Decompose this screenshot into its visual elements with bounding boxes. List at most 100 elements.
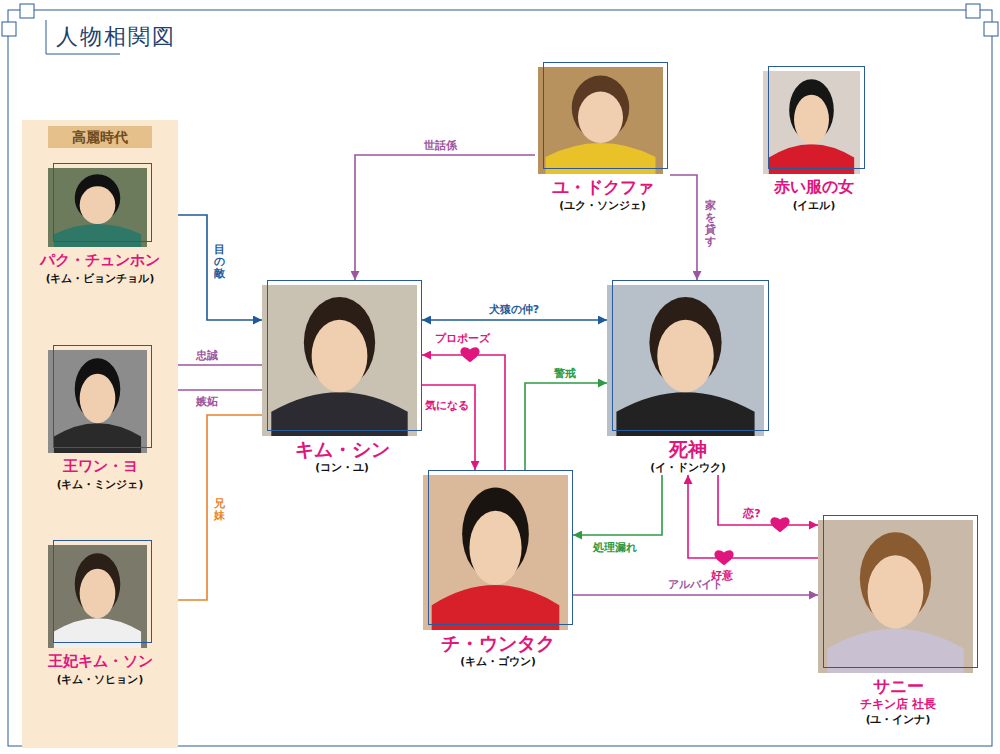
relation-arrow [718, 475, 818, 525]
portrait-photo [262, 280, 422, 436]
relation-label: 目の敵 [214, 244, 225, 280]
photo-ground [423, 475, 568, 630]
portrait-clothes [54, 423, 141, 453]
corner-ornament [966, 4, 980, 18]
relation-label: 家を貸す [705, 200, 716, 248]
relation-label: 兄妹 [214, 498, 225, 522]
relation-arrow [573, 475, 662, 535]
character-name: 赤い服の女 [774, 176, 854, 198]
corner-ornament [984, 22, 998, 36]
portrait-photo [538, 62, 668, 174]
photo-ground [763, 71, 860, 174]
portrait-clothes [54, 224, 141, 247]
character-card: パク・チュンホン(キム・ビョンチョル) [35, 163, 165, 286]
portrait-face [80, 186, 116, 224]
relation-label: 犬猿の仲? [489, 303, 539, 316]
portrait-clothes [769, 144, 854, 174]
character-card: 王妃キム・ソン(キム・ソヒョン) [35, 540, 165, 687]
actor-name: (キム・ゴウン) [460, 654, 536, 669]
relation-arrow [165, 215, 262, 320]
relation-arrow [165, 415, 262, 600]
portrait-face [312, 320, 368, 392]
photo-frame [543, 63, 667, 169]
character-card: 赤い服の女(イエル) [758, 66, 870, 213]
actor-name: (イ・ドンウク) [650, 460, 726, 475]
corner-ornament [2, 22, 16, 36]
photo-frame [268, 281, 422, 431]
character-name: ユ・ドクファ [552, 176, 654, 198]
photo-ground [538, 67, 663, 174]
relation-arrow [165, 389, 262, 391]
connector-group [165, 155, 818, 600]
character-name: パク・チュンホン [40, 249, 160, 271]
character-name: 死神 [669, 438, 707, 460]
character-name: サニー [873, 675, 924, 697]
relation-label: プロポーズ [435, 332, 490, 345]
portrait-clothes [271, 392, 407, 436]
portrait-photo [423, 470, 573, 630]
portrait-face [80, 374, 116, 423]
relation-arrow [573, 594, 818, 596]
photo-ground [262, 285, 417, 436]
era-band: 高麗時代パク・チュンホン(キム・ビョンチョル) 王ワン・ヨ(キム・ミンジェ) 王妃キ… [22, 120, 178, 748]
portrait-face [469, 511, 521, 585]
relation-label: 気になる [425, 399, 469, 412]
portrait-clothes [432, 585, 560, 630]
character-name: キム・シン [295, 438, 390, 460]
heart-symbol [770, 517, 789, 532]
actor-name: (イエル) [793, 198, 836, 213]
actor-name: (キム・ソヒョン) [57, 672, 144, 687]
relation-label: 処理漏れ [593, 541, 637, 554]
portrait-clothes [616, 392, 754, 436]
photo-frame [824, 516, 978, 668]
photo-ground [48, 350, 147, 453]
heart-symbol [714, 550, 733, 565]
portrait-face [868, 555, 924, 628]
photo-frame [54, 164, 152, 242]
portrait-face [578, 92, 623, 143]
portrait-photo [48, 540, 152, 648]
portrait-face [794, 95, 829, 144]
character-card: 王ワン・ヨ(キム・ミンジェ) [35, 345, 165, 492]
portrait-photo [48, 163, 152, 247]
photo-ground [48, 168, 147, 247]
actor-name: (コン・ユ) [315, 460, 369, 475]
relation-arrow [688, 475, 818, 558]
diagram-title: 人物相関図 [56, 22, 176, 52]
portrait-clothes [545, 143, 655, 174]
relation-arrow [670, 175, 697, 280]
relation-label: 好意 [711, 569, 733, 582]
heart-symbol [460, 347, 479, 362]
portrait-photo [48, 345, 152, 453]
character-card: ユ・ドクファ(ユク・ソンジェ) [535, 62, 670, 213]
relation-label: 世話係 [424, 139, 457, 152]
photo-frame [54, 346, 152, 448]
relation-label: 忠誠 [196, 349, 218, 362]
character-role: チキン店 社長 [860, 697, 936, 712]
portrait-photo [818, 515, 978, 673]
photo-frame [613, 281, 769, 431]
relation-arrow [165, 364, 262, 366]
actor-name: (ユ・インナ) [866, 712, 931, 727]
relation-arrow [355, 155, 535, 280]
character-card: 死神(イ・ドンウク) [607, 280, 769, 475]
character-card: サニーチキン店 社長(ユ・インナ) [818, 515, 978, 727]
portrait-clothes [827, 629, 963, 673]
relation-label: 警戒 [554, 367, 576, 380]
character-card: チ・ウンタク(キム・ゴウン) [423, 470, 573, 669]
corner-ornament [20, 4, 34, 18]
actor-name: (キム・ミンジェ) [57, 477, 144, 492]
portrait-clothes [54, 618, 141, 648]
era-label: 高麗時代 [48, 126, 152, 148]
portrait-face [80, 569, 116, 618]
photo-frame [769, 67, 865, 169]
photo-frame [54, 541, 152, 643]
relation-arrow [525, 383, 607, 470]
character-card: キム・シン(コン・ユ) [262, 280, 422, 475]
photo-ground [818, 520, 973, 673]
portrait-photo [763, 66, 865, 174]
relation-label: 恋? [743, 507, 760, 520]
character-name: チ・ウンタク [441, 632, 555, 654]
